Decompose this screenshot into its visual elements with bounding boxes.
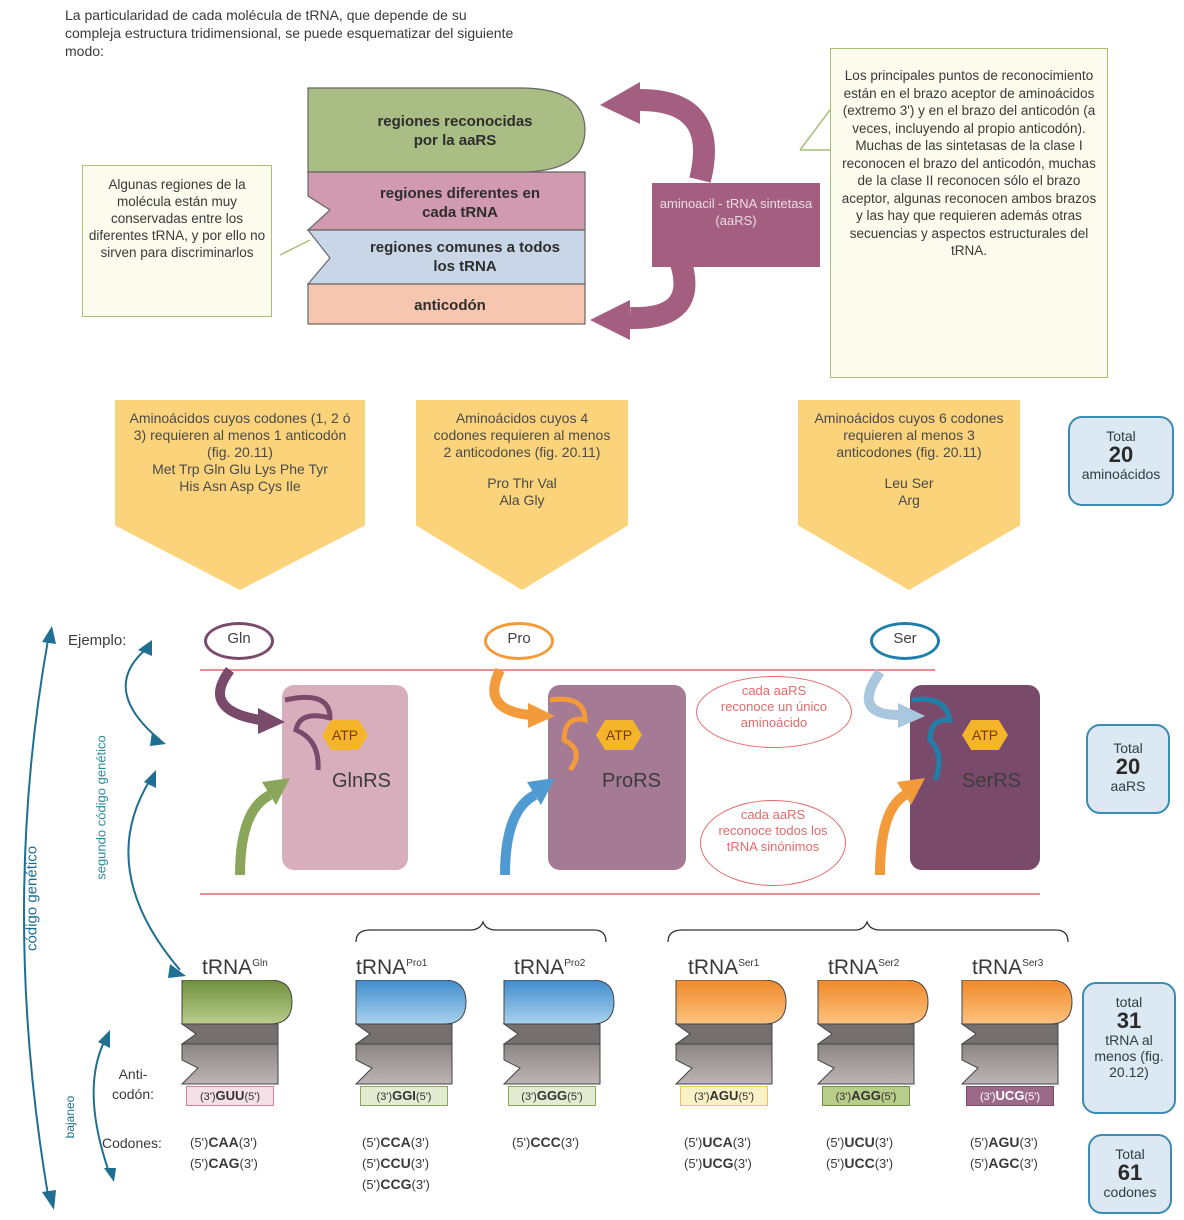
trna-ser3-shape: [960, 980, 1073, 1085]
anticodon-ser1: (3')AGU(5'): [680, 1086, 768, 1106]
common-label: regiones comunes a todos los tRNA: [369, 239, 561, 275]
recognized-region: [307, 87, 586, 173]
group-2: Aminoácidos cuyos 4 codones requieren al…: [416, 400, 628, 590]
example-pro: Pro: [484, 622, 554, 660]
left-note: Algunas regiones de la molécula están mu…: [82, 165, 272, 317]
codons-ser3: (5')AGU(3') (5')AGC(3'): [970, 1134, 1038, 1171]
example-ser: Ser: [870, 622, 940, 660]
label-second-code: segundo código genético: [93, 735, 109, 880]
prors-body: [548, 685, 686, 870]
trna-ser2-title: tRNASer2: [828, 956, 900, 979]
codones-label: Codones:: [102, 1135, 162, 1151]
atp-ser: ATP: [962, 720, 1008, 750]
note-one-aa: cada aaRS reconoce un único aminoácido: [696, 676, 852, 748]
group-1-aa: Met Trp Gln Glu Lys Phe Tyr His Asn Asp …: [152, 461, 328, 494]
enzyme-prors: ProRS: [602, 770, 661, 792]
trna-gln-shape: [180, 980, 293, 1085]
group-1: Aminoácidos cuyos codones (1, 2 ó 3) req…: [115, 400, 365, 590]
brackets: [355, 920, 1069, 943]
trna-ser3-title: tRNASer3: [972, 956, 1044, 979]
anticodon-row-label: Anti- codón:: [111, 1066, 155, 1102]
trna-schematic: [279, 82, 831, 340]
atp-pro: ATP: [596, 720, 642, 750]
trna-ser1-title: tRNASer1: [688, 956, 760, 979]
group-3-aa: Leu Ser Arg: [884, 475, 934, 508]
anticodon-ser2: (3')AGG(5'): [822, 1086, 910, 1106]
group-2-aa: Pro Thr Val Ala Gly: [487, 475, 557, 508]
group-3-text: Aminoácidos cuyos 6 codones requieren al…: [814, 410, 1004, 460]
anticodon-region: [307, 283, 586, 325]
codons-ser2: (5')UCU(3') (5')UCC(3'): [826, 1134, 894, 1171]
aars-box: aminoacil - tRNA sintetasa (aaRS): [652, 183, 820, 267]
group-1-text: Aminoácidos cuyos codones (1, 2 ó 3) req…: [129, 410, 351, 460]
note-synonyms: cada aaRS reconoce todos los tRNA sinóni…: [700, 800, 846, 886]
atp-gln: ATP: [322, 720, 368, 750]
different-label: regiones diferentes en cada tRNA: [379, 185, 541, 221]
enzyme-glnrs: GlnRS: [332, 770, 391, 792]
anticodon-pro2: (3')GGG(5'): [508, 1086, 596, 1106]
trna-ser2-shape: [816, 980, 929, 1085]
codons-ser1: (5')UCA(3') (5')UCG(3'): [684, 1134, 752, 1171]
trna-pro2-shape: [502, 980, 615, 1085]
serrs-body: [910, 685, 1040, 870]
side-arrows: [23, 626, 186, 1210]
anticodon-label: anticodón: [414, 297, 486, 314]
trna-pro2-title: tRNAPro2: [514, 956, 586, 979]
ejemplo-label: Ejemplo:: [68, 632, 127, 649]
trna-gln-title: tRNAGln: [202, 956, 268, 979]
anticodon-ser3: (3')UCG(5'): [966, 1086, 1054, 1106]
group-2-text: Aminoácidos cuyos 4 codones requieren al…: [433, 410, 611, 460]
trna-pro1-shape: [354, 980, 467, 1085]
group-3: Aminoácidos cuyos 6 codones requieren al…: [798, 400, 1020, 590]
codons-gln: (5')CAA(3') (5')CAG(3'): [190, 1134, 258, 1171]
enzyme-diagram: [200, 667, 1040, 895]
trna-shapes: [180, 980, 1073, 1085]
codons-pro1: (5')CCA(3') (5')CCU(3') (5')CCG(3'): [362, 1134, 430, 1192]
recognized-label: regiones reconocidas por la aaRS: [377, 113, 533, 149]
example-gln: Gln: [204, 622, 274, 660]
anticodon-gln: (3')GUU(5'): [186, 1086, 274, 1106]
intro-text: La particularidad de cada molécula de tR…: [65, 7, 514, 59]
trna-pro1-title: tRNAPro1: [356, 956, 428, 979]
codons-pro2: (5')CCC(3'): [512, 1134, 580, 1150]
aars-label: aminoacil - tRNA sintetasa (aaRS): [659, 196, 813, 228]
right-note: Los principales puntos de reconocimiento…: [830, 48, 1108, 378]
trna-ser1-shape: [674, 980, 787, 1085]
glnrs-body: [282, 685, 408, 870]
anticodon-pro1: (3')GGI(5'): [360, 1086, 448, 1106]
enzyme-serrs: SerRS: [962, 770, 1021, 792]
